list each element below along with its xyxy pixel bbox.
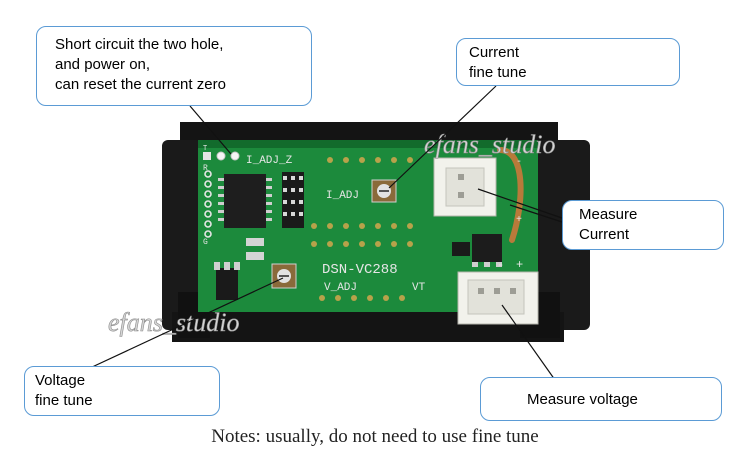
silk-i-adj-z: I_ADJ_Z — [246, 155, 293, 167]
callout-reset-line-2: and power on, — [55, 56, 151, 73]
leader-measure-voltage — [501, 304, 556, 381]
silk-v-adj: V_ADJ — [324, 282, 357, 294]
leader-voltage-fine — [89, 277, 284, 369]
leader-current-fine — [388, 85, 497, 189]
silk-plus: + — [516, 258, 523, 272]
regulator — [214, 262, 240, 300]
housing-top-bar — [180, 122, 558, 142]
callout-reset-line-1: Short circuit the two hole, — [55, 36, 224, 53]
callout-current-fine-line-2: fine tune — [469, 64, 527, 81]
left-header-pads — [204, 170, 212, 238]
callout-measure-voltage-line-1: Measure voltage — [527, 391, 638, 408]
smd-components — [246, 234, 502, 267]
leader-lines — [89, 85, 563, 381]
pad-matrix — [311, 157, 413, 301]
callout-measure-voltage: Measure voltage — [480, 377, 722, 421]
silk-i-adj: I_ADJ — [326, 190, 359, 202]
leader-measure-current-1 — [477, 188, 563, 219]
silk-vt: VT — [412, 282, 426, 294]
current-trim-pot — [371, 179, 397, 203]
chip-mcu-pins — [218, 178, 272, 221]
current-connector — [433, 157, 497, 217]
silk-model: DSN-VC288 — [322, 262, 398, 278]
leader-reset — [189, 105, 232, 155]
callout-current-fine-line-1: Current — [469, 44, 520, 61]
silk-left-col-0: T — [203, 145, 207, 153]
callout-voltage-fine-line-1: Voltage — [35, 372, 86, 389]
callout-voltage-fine-line-2: fine tune — [35, 392, 93, 409]
resistor-array — [282, 172, 304, 228]
callout-voltage-fine-tune: Voltage fine tune — [24, 366, 220, 416]
watermark-bottom: efans_studio — [108, 308, 239, 337]
watermark-top: efans_studio — [424, 130, 555, 159]
leader-measure-current-2 — [509, 204, 563, 223]
silk-minus: - — [497, 258, 504, 272]
current-shunt — [497, 147, 524, 243]
silk-r: R — [203, 164, 208, 173]
housing-left-tab — [162, 140, 202, 330]
callout-reset-line-3: can reset the current zero — [55, 76, 226, 93]
pcb-edge-shade — [198, 140, 538, 148]
callout-measure-current-line-1: Measure — [579, 206, 638, 223]
reset-hole-2 — [230, 151, 240, 161]
callout-measure-current: Measure Current — [562, 200, 724, 250]
silk-g: G — [203, 238, 208, 247]
callout-reset-zero: Short circuit the two hole, and power on… — [36, 26, 312, 106]
silk-minus-2: - — [516, 157, 522, 168]
callout-measure-current-line-2: Current — [579, 226, 630, 243]
voltage-connector — [457, 271, 539, 325]
reset-square-pad — [203, 152, 211, 160]
voltage-trim-pot — [271, 263, 297, 289]
chip-mcu — [224, 174, 266, 228]
callout-current-fine-tune: Current fine tune — [456, 38, 680, 86]
silk-plus-2: + — [516, 215, 522, 226]
reset-hole-1 — [216, 151, 226, 161]
footnote: Notes: usually, do not need to use fine … — [211, 426, 539, 447]
